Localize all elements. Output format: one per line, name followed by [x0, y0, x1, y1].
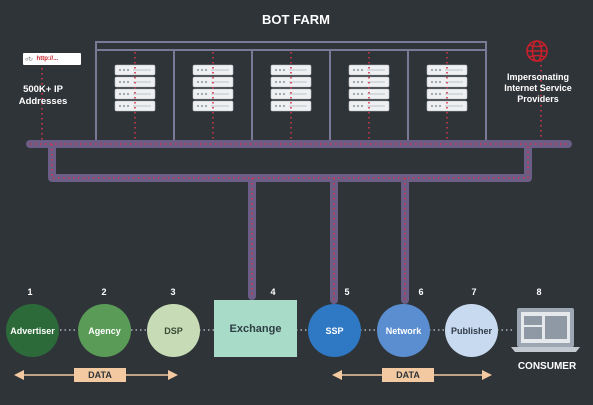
server-led [430, 80, 434, 84]
browser-url: http://... [36, 56, 59, 62]
step-number: 7 [471, 287, 477, 297]
server-led [434, 92, 438, 96]
step-number: 8 [536, 287, 542, 297]
server-led [204, 92, 208, 96]
step-number: 1 [27, 287, 33, 297]
server-led [352, 92, 356, 96]
server-led [200, 92, 204, 96]
server-led [282, 104, 286, 108]
server-led [438, 92, 442, 96]
data-label-left: DATA [74, 368, 126, 382]
globe-icon [526, 40, 548, 62]
server-led [278, 92, 282, 96]
node-publisher: Publisher [445, 304, 498, 357]
exchange-label: Exchange [229, 322, 282, 335]
server-led [282, 92, 286, 96]
server-led [122, 104, 126, 108]
server-led [126, 68, 130, 72]
server-led [196, 92, 200, 96]
step-number: 3 [170, 287, 176, 297]
browser-nav-icon: ‹›↻ [25, 56, 33, 63]
server-led [118, 80, 122, 84]
server-led [122, 68, 126, 72]
server-led [274, 104, 278, 108]
server-led [430, 104, 434, 108]
node-exchange: Exchange [214, 300, 297, 357]
server-led [278, 68, 282, 72]
data-flow-dots [30, 52, 568, 300]
server-led [200, 104, 204, 108]
server-led [282, 80, 286, 84]
server-led [434, 68, 438, 72]
node-agency: Agency [78, 304, 131, 357]
step-number: 4 [270, 287, 276, 297]
step-number: 2 [101, 287, 107, 297]
server-led [200, 68, 204, 72]
server-led [196, 104, 200, 108]
consumer-label: CONSUMER [517, 361, 577, 372]
data-text: DATA [88, 370, 112, 380]
server-led [360, 104, 364, 108]
step-number: 5 [344, 287, 350, 297]
server-led [278, 80, 282, 84]
node-advertiser: Advertiser [6, 304, 59, 357]
server-led [352, 80, 356, 84]
server-led [126, 92, 130, 96]
data-text: DATA [396, 370, 420, 380]
server-led [274, 80, 278, 84]
browser-badge: ‹›↻ http://... [23, 53, 81, 65]
server-led [356, 104, 360, 108]
server-led [118, 68, 122, 72]
server-led [278, 104, 282, 108]
left-label: 500K+ IP Addresses [18, 84, 68, 107]
laptop-icon [511, 308, 580, 352]
server-led [118, 92, 122, 96]
step-number: 6 [418, 287, 424, 297]
server-led [122, 92, 126, 96]
server-led [204, 80, 208, 84]
server-led [434, 80, 438, 84]
server-led [438, 80, 442, 84]
server-led [122, 80, 126, 84]
server-led [438, 68, 442, 72]
server-led [200, 80, 204, 84]
server-led [438, 104, 442, 108]
server-led [196, 68, 200, 72]
server-led [274, 68, 278, 72]
server-led [196, 80, 200, 84]
server-led [434, 104, 438, 108]
server-led [118, 104, 122, 108]
right-label: Impersonating Internet Service Providers [504, 72, 572, 104]
server-led [282, 68, 286, 72]
server-led [352, 68, 356, 72]
server-led [356, 68, 360, 72]
server-led [430, 92, 434, 96]
server-led [356, 80, 360, 84]
server-led [430, 68, 434, 72]
data-label-right: DATA [382, 368, 434, 382]
server-led [126, 104, 130, 108]
server-led [352, 104, 356, 108]
server-led [204, 68, 208, 72]
server-led [204, 104, 208, 108]
network-pipes [26, 140, 572, 304]
server-led [356, 92, 360, 96]
server-led [360, 80, 364, 84]
node-network: Network [377, 304, 430, 357]
title: BOT FARM [262, 12, 330, 27]
server-led [360, 68, 364, 72]
server-led [126, 80, 130, 84]
server-led [274, 92, 278, 96]
server-led [360, 92, 364, 96]
node-ssp: SSP [308, 304, 361, 357]
node-dsp: DSP [147, 304, 200, 357]
